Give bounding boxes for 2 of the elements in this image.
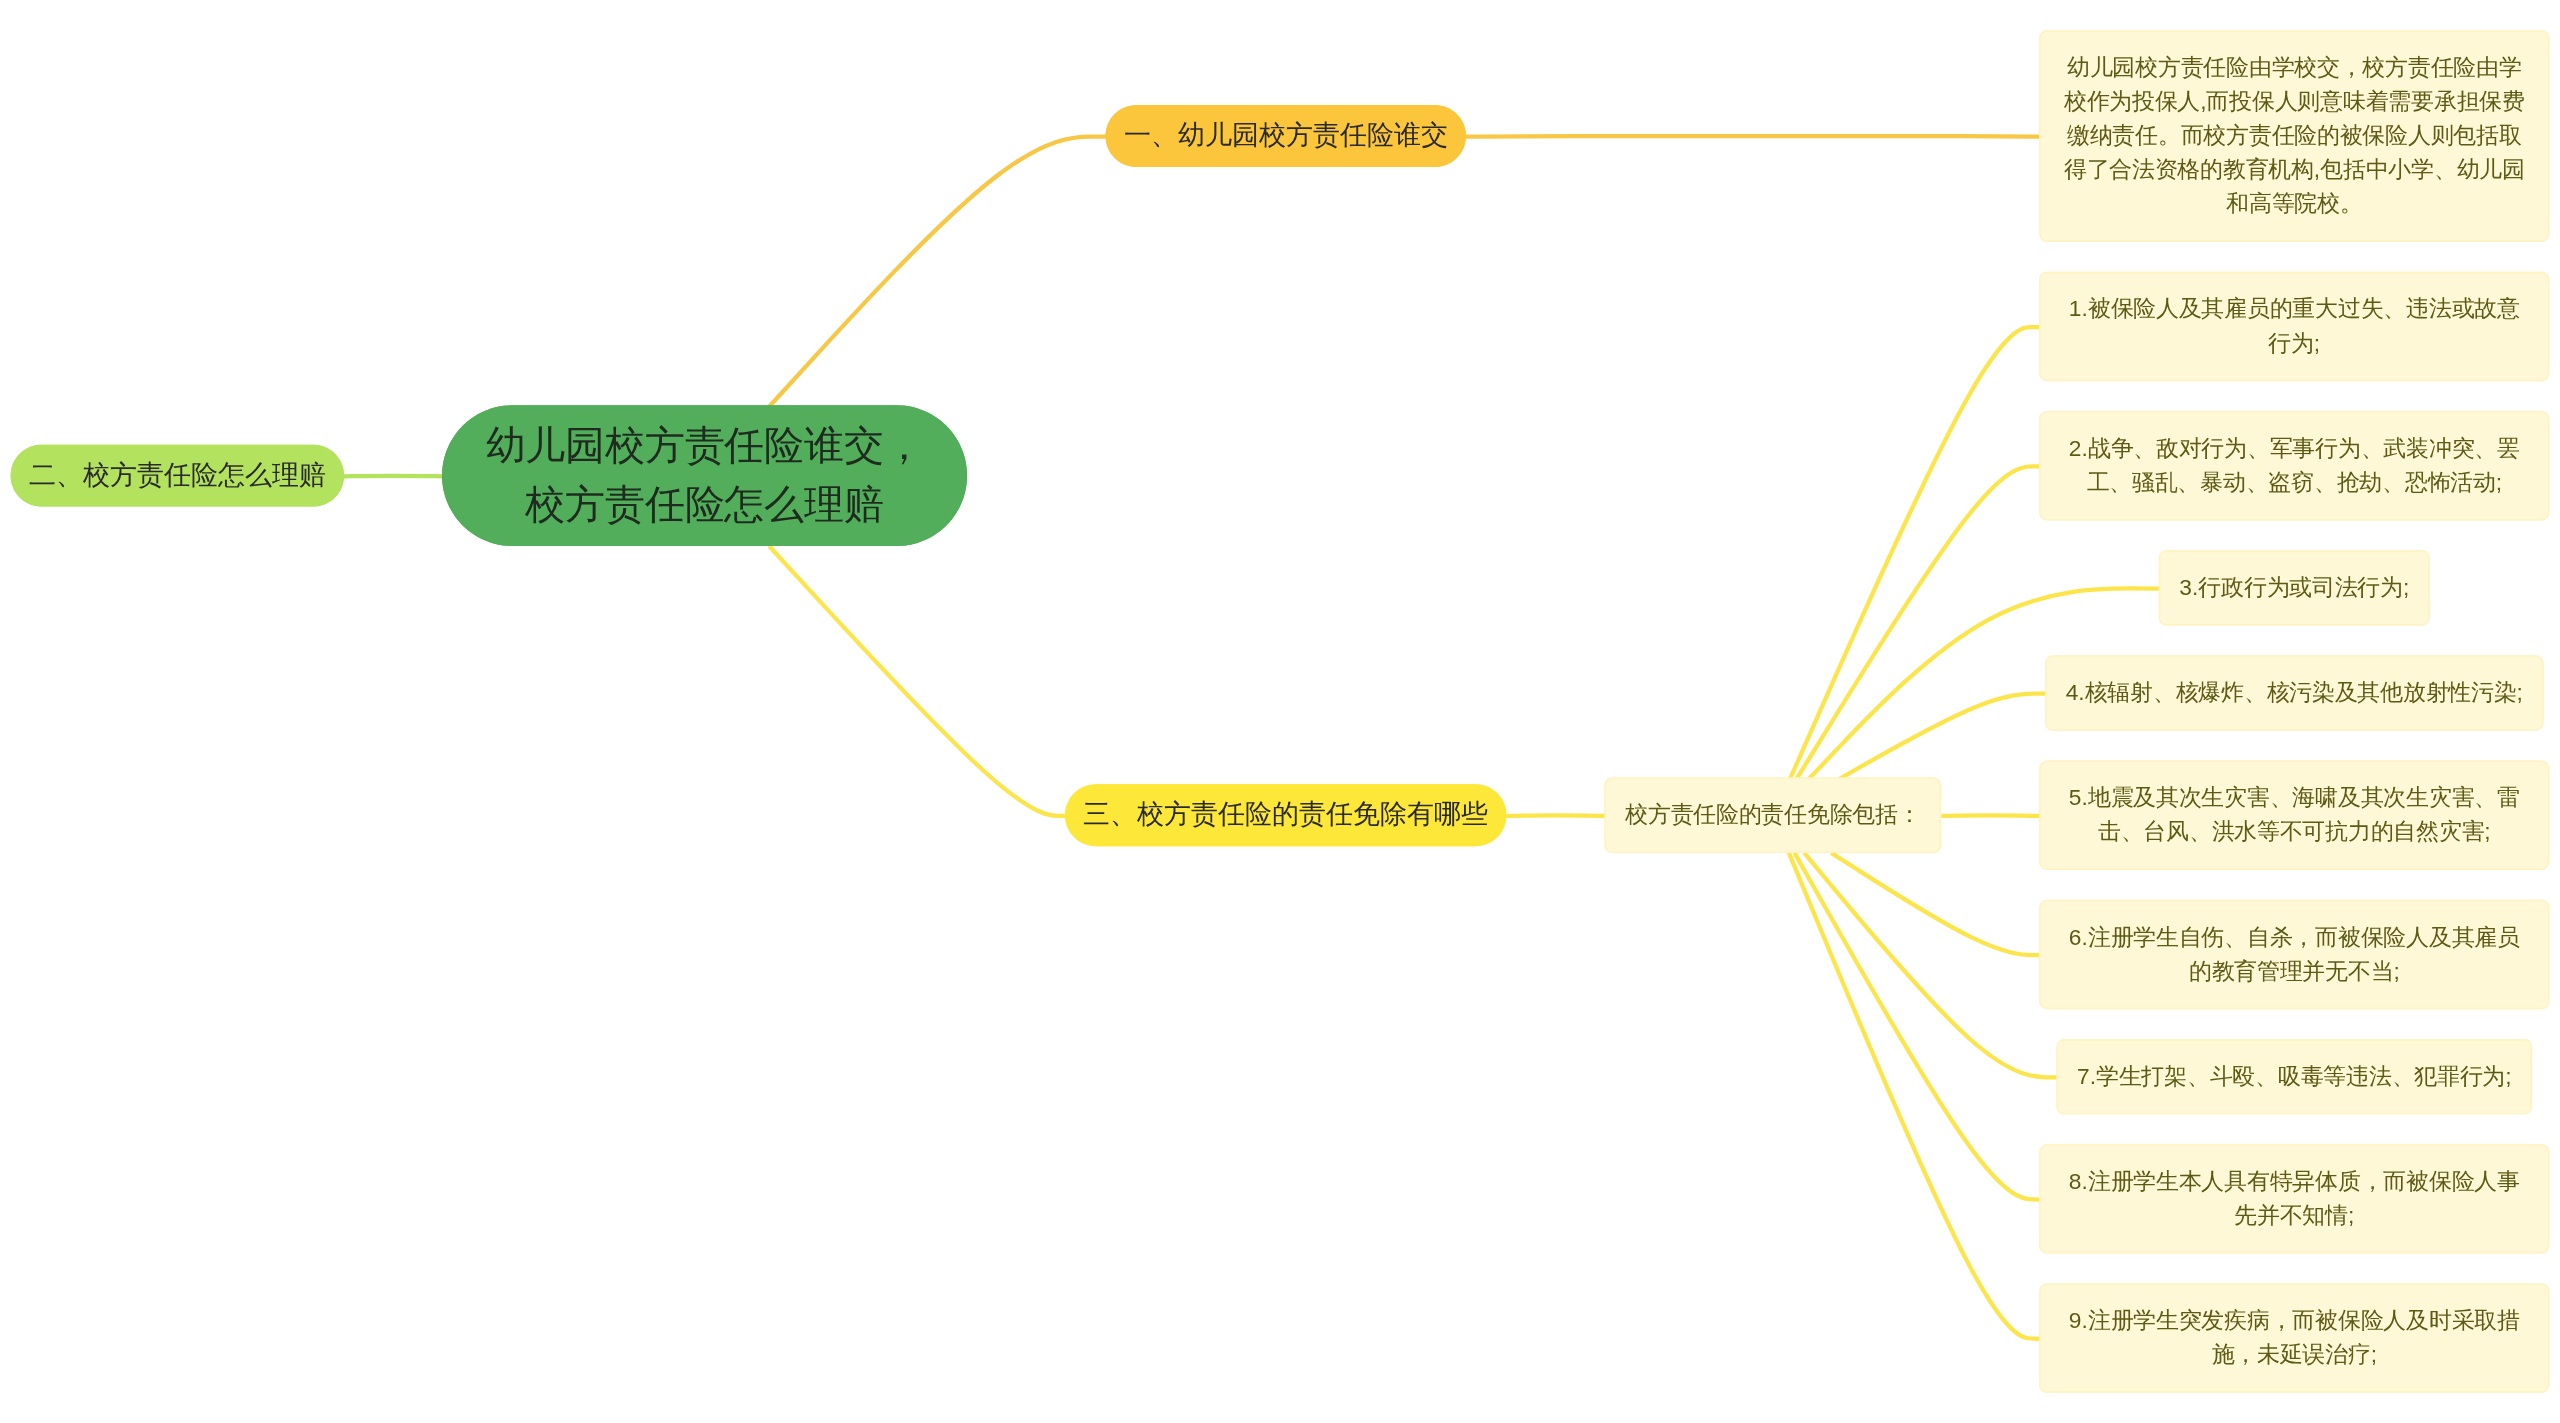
connector — [1506, 813, 1606, 819]
connector — [1802, 851, 2058, 1080]
